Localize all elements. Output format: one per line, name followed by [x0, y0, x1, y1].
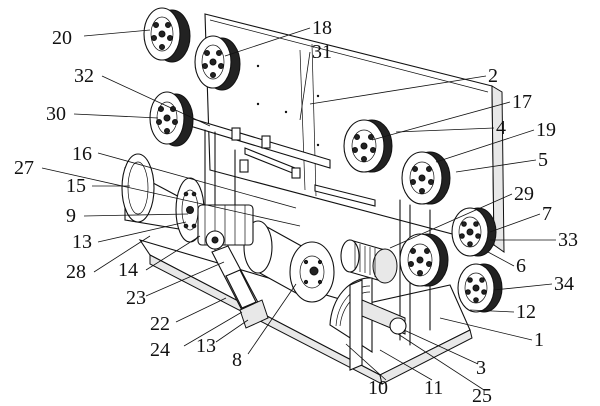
pulley-30 — [149, 91, 194, 147]
label-27: 27 — [14, 157, 34, 179]
leader-lines — [41, 27, 556, 391]
label-19: 18 — [312, 17, 332, 39]
pulley-21 — [143, 7, 191, 63]
label-24: 24 — [150, 339, 170, 361]
label-2: 2 — [488, 65, 498, 87]
label-12: 12 — [516, 301, 536, 323]
label-5: 5 — [538, 149, 548, 171]
label-21: 20 — [52, 27, 72, 49]
label-13: 13 — [196, 335, 216, 357]
label-3: 3 — [476, 357, 486, 379]
pulley-6 — [399, 233, 449, 287]
pulley-19 — [194, 35, 241, 91]
label-25: 25 — [472, 385, 492, 406]
label-14: 14 — [118, 259, 138, 281]
pulley-34 — [457, 263, 503, 313]
drum-8 — [243, 220, 335, 303]
label-33: 33 — [558, 229, 578, 251]
label-32: 32 — [74, 65, 94, 87]
label-30: 30 — [46, 103, 66, 125]
motor-29 — [340, 239, 398, 284]
gear-sector — [329, 277, 407, 371]
label-6: 6 — [516, 255, 526, 277]
label-4: 4 — [496, 117, 506, 139]
label-18: 17 — [512, 91, 532, 113]
label-29: 29 — [514, 183, 534, 205]
pulley-7 — [451, 207, 497, 257]
funnel-assembly — [121, 153, 205, 243]
pulley-18 — [343, 119, 393, 173]
part-labels: 20 18 32 31 2 17 30 4 19 16 27 5 15 29 9… — [14, 17, 578, 406]
label-15: 13 — [72, 231, 92, 253]
label-8: 8 — [232, 349, 242, 371]
clamp-mechanism — [197, 204, 254, 250]
label-22: 22 — [150, 313, 170, 335]
label-10: 10 — [368, 377, 388, 399]
label-20: 19 — [536, 119, 556, 141]
label-31: 31 — [312, 41, 332, 63]
label-28: 28 — [66, 261, 86, 283]
pulley-5 — [401, 151, 451, 205]
label-23: 23 — [126, 287, 146, 309]
frame — [138, 127, 473, 385]
label-34: 34 — [554, 273, 574, 295]
label-9: 9 — [66, 205, 76, 227]
label-16: 16 — [72, 143, 92, 165]
label-7: 7 — [542, 203, 552, 225]
label-1: 1 — [534, 329, 544, 351]
label-17: 15 — [66, 175, 86, 197]
label-11: 11 — [424, 377, 443, 399]
